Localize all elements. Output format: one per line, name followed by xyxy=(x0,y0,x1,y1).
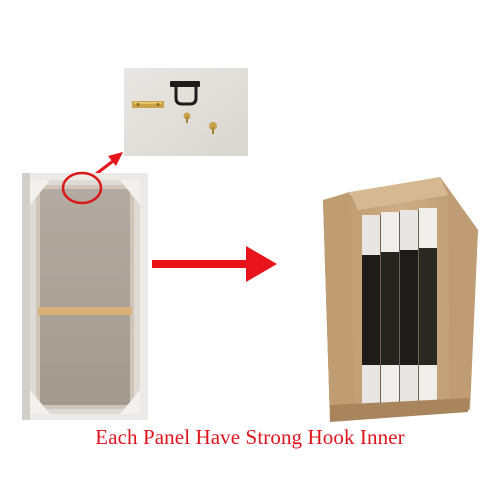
black-hanger-icon xyxy=(170,81,200,106)
red-arrow-pointer-icon xyxy=(95,152,123,176)
red-arrow-right-icon xyxy=(152,246,277,282)
hook-closeup-photo xyxy=(124,68,248,156)
brass-screw-icon xyxy=(209,122,217,134)
red-circle-highlight-icon xyxy=(61,171,103,205)
packed-panels xyxy=(362,208,437,405)
brass-screw-icon xyxy=(183,112,191,123)
canvas-back-photo xyxy=(22,173,148,420)
caption-text: Each Panel Have Strong Hook Inner xyxy=(95,425,405,449)
wood-crossbar xyxy=(38,307,132,315)
brass-hanger-strip-icon xyxy=(132,101,164,108)
packed-box-photo xyxy=(323,177,478,422)
